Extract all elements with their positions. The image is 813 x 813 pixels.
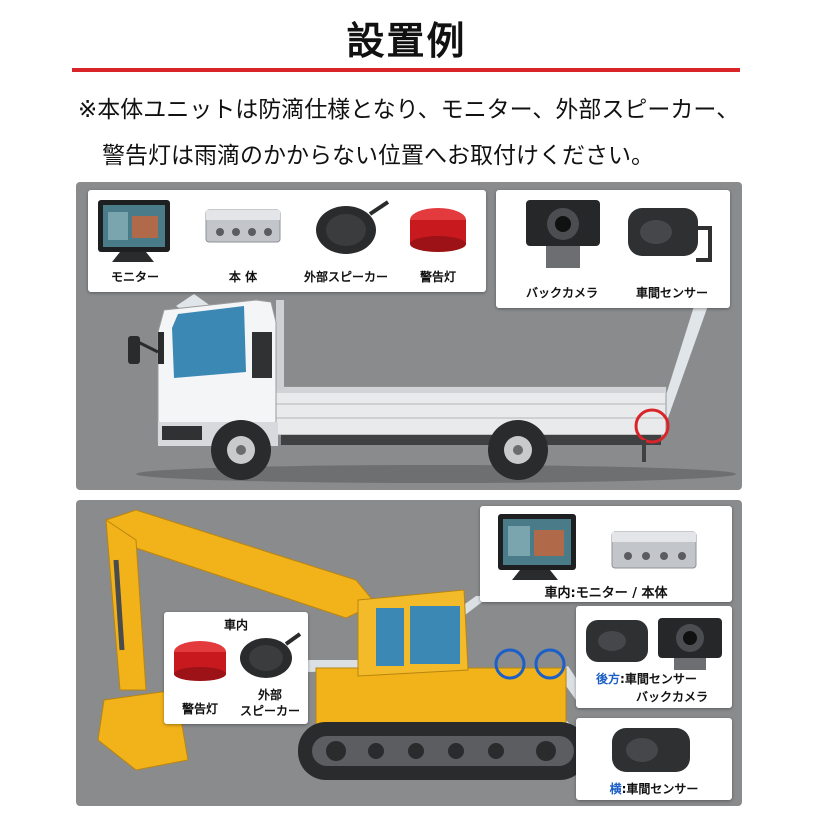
control-unit-icon — [205, 209, 281, 243]
truck-panel: モニター 本 体 外部スピーカー 警告灯 バックカメラ 車間センサー — [76, 182, 742, 490]
distance-sensor-icon — [628, 208, 712, 262]
rear-label-2: バックカメラ — [636, 690, 709, 704]
excavator-illustration — [97, 509, 596, 780]
interior-warning-label: 警告灯 — [181, 702, 218, 716]
title-underline — [72, 68, 740, 72]
distance-sensor-label: 車間センサー — [635, 286, 708, 300]
truck-illustration — [128, 294, 736, 483]
cabin-parts-images — [498, 514, 697, 580]
rear-label-1: 後方:車間センサー — [596, 670, 732, 687]
rear-prefix: 後方 — [596, 672, 621, 686]
speaker-icon — [316, 200, 390, 254]
cabin-card: 車内:モニター / 本体 — [480, 506, 732, 602]
control-unit-icon — [611, 531, 697, 569]
back-camera-icon — [658, 618, 722, 670]
monitor-label: モニター — [110, 270, 159, 284]
page-title: 設置例 — [346, 19, 467, 63]
excavator-panel: 車内:モニター / 本体 車内 警告灯 外部 スピーカー — [76, 500, 742, 806]
note-line-1: ※本体ユニットは防滴仕様となり、モニター、外部スピーカー、 — [78, 97, 740, 123]
rear-card: 後方:車間センサー バックカメラ — [576, 606, 732, 708]
truck-parts-card: モニター 本 体 外部スピーカー 警告灯 — [88, 190, 486, 292]
rear-parts-images — [586, 618, 722, 670]
side-parts-images — [612, 728, 690, 772]
interior-speaker-label-1: 外部 — [257, 688, 282, 702]
rear-text-1: :車間センサー — [620, 672, 697, 686]
warning-light-icon — [410, 208, 466, 252]
note-line-2: 警告灯は雨滴のかからない位置へお取付けください。 — [102, 143, 654, 169]
side-text: :車間センサー — [621, 782, 699, 796]
warning-light-icon — [174, 641, 226, 681]
side-label: 横:車間センサー — [576, 780, 732, 797]
cabin-text: :モニター / 本体 — [570, 586, 668, 601]
cabin-prefix: 車内 — [544, 586, 571, 601]
side-card: 横:車間センサー — [576, 718, 732, 800]
interior-speaker-label-2: スピーカー — [239, 704, 300, 718]
interior-title: 車内 — [223, 618, 248, 632]
unit-label: 本 体 — [228, 270, 258, 284]
monitor-icon — [498, 514, 576, 580]
distance-sensor-icon — [586, 620, 648, 662]
back-camera-label: バックカメラ — [525, 286, 598, 300]
interior-parts-images — [174, 632, 302, 681]
monitor-icon — [98, 200, 170, 262]
warning-light-label: 警告灯 — [419, 270, 456, 284]
side-prefix: 横 — [609, 782, 622, 796]
cabin-label: 車内:モニター / 本体 — [480, 582, 732, 601]
truck-sensors-images — [526, 200, 712, 268]
truck-sensors-card: バックカメラ 車間センサー — [496, 190, 730, 308]
speaker-label: 外部スピーカー — [303, 270, 388, 284]
back-camera-icon — [526, 200, 600, 268]
interior-card: 車内 警告灯 外部 スピーカー — [164, 612, 308, 724]
truck-parts-images — [98, 200, 466, 262]
distance-sensor-icon — [612, 728, 690, 772]
speaker-icon — [240, 632, 302, 678]
